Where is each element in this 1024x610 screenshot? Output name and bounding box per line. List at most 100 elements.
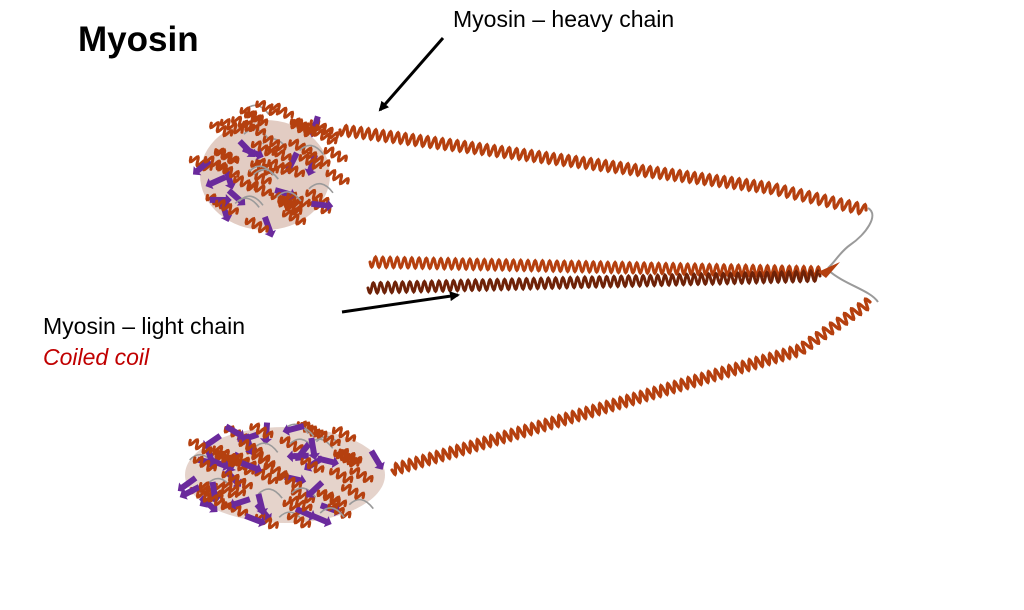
helix-segment: [306, 151, 331, 168]
beta-sheet-arrow: [202, 433, 222, 450]
loop-segment: [348, 498, 374, 510]
helix-segment: [768, 182, 868, 216]
helix-segment: [269, 102, 295, 119]
helix-segment: [368, 254, 822, 280]
helix-segment: [288, 138, 313, 155]
helix-segment: [254, 513, 279, 530]
loop-segment: [243, 128, 269, 139]
beta-sheet-arrow: [368, 449, 385, 470]
helix-segment: [267, 145, 292, 162]
loop-segment: [238, 195, 264, 206]
helix-segment: [279, 436, 304, 453]
beta-sheet-arrow: [308, 437, 320, 460]
beta-sheet-arrow: [310, 512, 332, 528]
beta-sheet-arrow: [311, 199, 334, 212]
helix-segment: [208, 448, 234, 466]
loop-segment: [276, 191, 302, 202]
helix-segment: [267, 158, 292, 175]
loop-segment: [319, 507, 345, 518]
helix-segment: [238, 438, 263, 456]
helix-segment: [203, 155, 228, 172]
helix-segment: [290, 487, 316, 504]
helix-segment: [286, 512, 312, 529]
helix-segment: [270, 191, 295, 209]
beta-sheet-arrow: [282, 423, 305, 436]
helix-segment: [277, 472, 303, 489]
helix-segment: [288, 495, 313, 512]
helix-segment: [207, 494, 232, 511]
helix-segment: [192, 455, 218, 472]
helix-segment: [366, 268, 822, 296]
helix-segment: [215, 161, 240, 179]
loop-segment: [298, 144, 325, 156]
helix-segment: [254, 468, 279, 485]
helix-segment: [250, 159, 275, 176]
helix-segment: [241, 120, 267, 137]
lower-head-domain: [177, 420, 385, 530]
helix-segment: [305, 188, 330, 206]
coiled-coil-label: Coiled coil: [43, 344, 150, 370]
loop-segments: [818, 207, 879, 303]
upper-head-domain: [188, 99, 350, 238]
helix-segment: [251, 452, 276, 469]
helix-segment: [214, 450, 239, 467]
helix-segment: [278, 199, 303, 216]
helix-segment: [209, 121, 234, 138]
helix-segment: [328, 467, 354, 484]
helix-segment: [221, 480, 247, 497]
helix-segment: [255, 99, 280, 117]
beta-sheet-arrow: [209, 193, 232, 206]
beta-sheet-arrow: [224, 423, 245, 440]
helix-segment: [300, 457, 325, 474]
helix-segment: [278, 191, 303, 209]
beta-sheet-arrow: [177, 475, 198, 493]
beta-sheet-arrow: [237, 139, 256, 158]
beta-sheet-arrow: [208, 457, 231, 472]
helix-segment: [188, 438, 213, 455]
helix-segment: [314, 123, 340, 140]
beta-sheet-arrow: [228, 496, 251, 510]
beta-sheet-arrow: [262, 215, 276, 238]
helix-segment: [262, 135, 287, 152]
helix-segment: [213, 147, 239, 164]
beta-sheet-arrow: [306, 480, 325, 498]
heavy-chain-label: Myosin – heavy chain: [453, 6, 675, 32]
beta-sheet-arrow: [294, 441, 312, 461]
helix-segment: [290, 120, 315, 138]
loop-segment: [248, 165, 275, 176]
helix-segment: [219, 118, 245, 135]
helix-segment: [331, 426, 357, 443]
helix-segment: [349, 466, 374, 484]
loop-segment: [253, 168, 279, 179]
helix-segment: [338, 123, 772, 195]
helix-segment: [214, 199, 240, 216]
beta-sheet-arrow: [244, 513, 266, 528]
helix-segment: [280, 161, 306, 178]
helix-segment: [390, 343, 802, 477]
beta-sheet-arrow: [240, 460, 263, 475]
helix-segment: [316, 430, 341, 447]
beta-sheet-arrow: [179, 484, 201, 500]
helix-segment: [798, 297, 872, 355]
helix-segment: [316, 489, 341, 506]
helix-segment: [313, 128, 338, 145]
helix-segment: [188, 155, 214, 172]
helix-segment: [214, 482, 239, 499]
helix-segment: [323, 146, 348, 163]
beta-sheet-arrow: [255, 493, 269, 516]
beta-sheet-arrow: [226, 188, 246, 206]
beta-sheet-arrow: [205, 174, 227, 190]
helix-segment: [281, 209, 307, 226]
helix-segment: [286, 191, 311, 208]
helix-segment: [249, 422, 274, 439]
light-chain-arrow: [341, 291, 460, 314]
helix-segment: [228, 473, 254, 490]
heavy-chain-arrow: [378, 37, 445, 112]
beta-sheet-arrow: [294, 506, 317, 521]
helix-segment: [244, 216, 270, 234]
helix-segment: [247, 168, 272, 186]
helix-segment: [239, 106, 264, 123]
helix-segment: [325, 169, 350, 186]
